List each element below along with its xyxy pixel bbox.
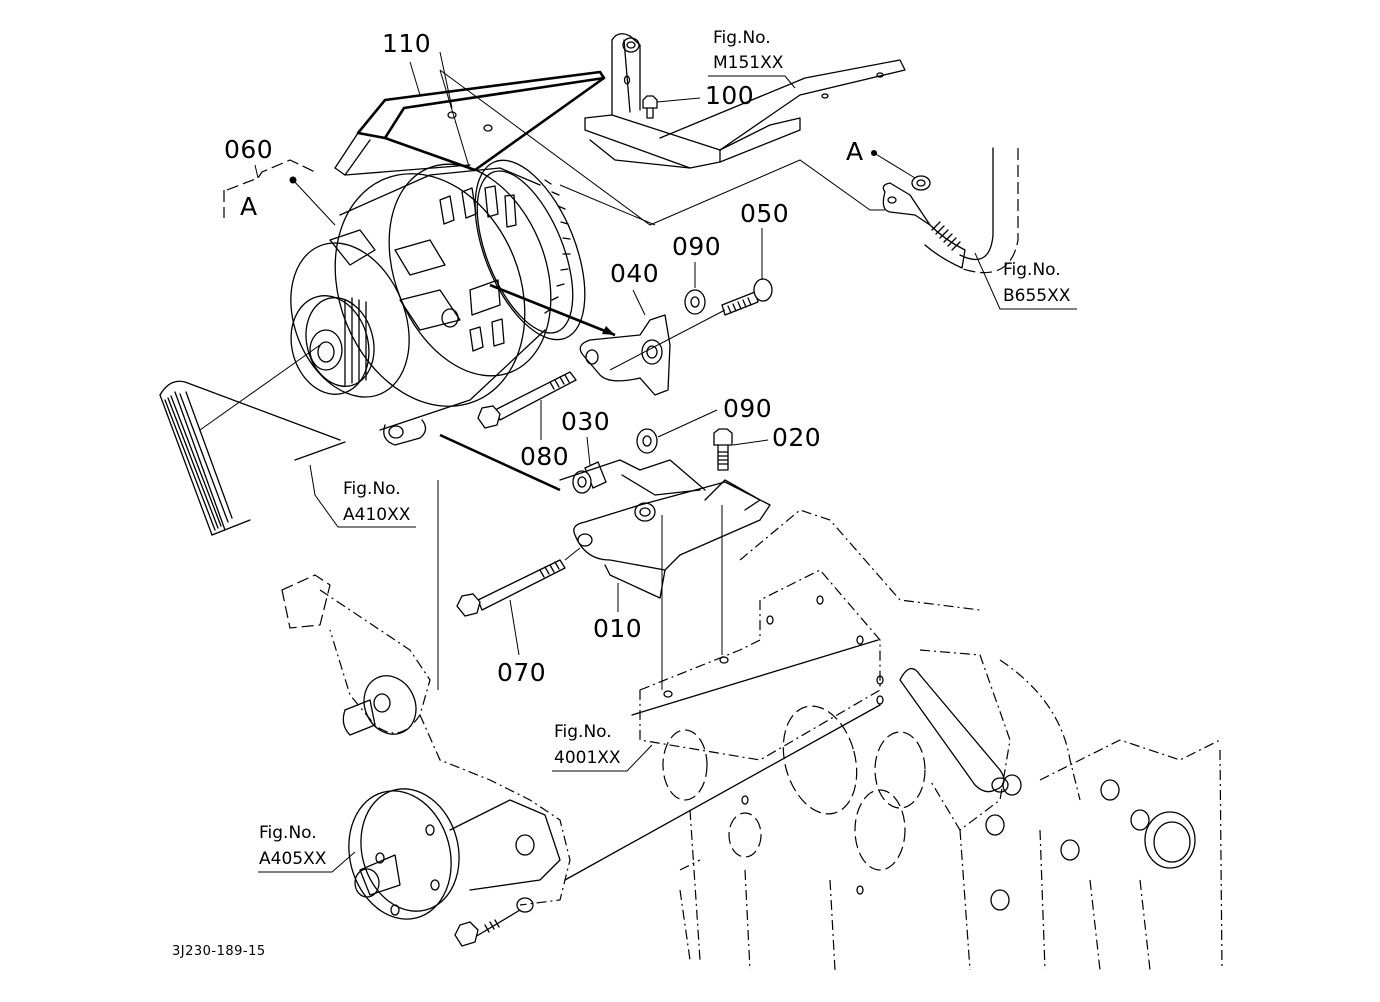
part-label-080[interactable]: 080 <box>520 442 569 471</box>
washer-090-upper[interactable] <box>684 289 706 315</box>
mount-bracket-010[interactable] <box>573 479 771 599</box>
bolt-020[interactable] <box>713 428 733 471</box>
drawing-code: 3J230-189-15 <box>172 944 266 959</box>
reference-marker-a-right: A <box>846 137 863 166</box>
figure-ref-code: B655XX <box>1003 286 1071 306</box>
heat-shield-plate[interactable] <box>334 70 606 176</box>
figure-ref-caption: Fig.No. <box>713 28 771 48</box>
washer-090-lower[interactable] <box>636 428 658 454</box>
bolt-100[interactable] <box>642 95 701 119</box>
part-label-050[interactable]: 050 <box>740 199 789 228</box>
water-pump[interactable] <box>281 574 571 947</box>
part-label-070[interactable]: 070 <box>497 658 546 687</box>
figure-ref-caption: Fig.No. <box>343 479 401 499</box>
drive-belt[interactable] <box>159 344 346 536</box>
part-label-020[interactable]: 020 <box>772 423 821 452</box>
part-label-060[interactable]: 060 <box>224 135 273 164</box>
bolt-070[interactable] <box>456 559 566 617</box>
figure-ref-a410xx[interactable]: Fig.No. A410XX <box>309 464 416 528</box>
figure-ref-m151xx[interactable]: Fig.No. M151XX <box>708 28 796 89</box>
part-label-040[interactable]: 040 <box>610 259 659 288</box>
part-label-110[interactable]: 110 <box>382 29 431 58</box>
figure-ref-caption: Fig.No. <box>554 722 612 742</box>
figure-ref-4001xx[interactable]: Fig.No. 4001XX <box>552 722 653 772</box>
collar-030[interactable] <box>572 461 607 494</box>
part-label-010[interactable]: 010 <box>593 614 642 643</box>
adjust-bracket-040[interactable] <box>579 314 671 396</box>
part-label-100[interactable]: 100 <box>705 81 754 110</box>
assembly-arrow <box>489 283 616 337</box>
bolt-050[interactable] <box>721 278 773 316</box>
figure-ref-code: M151XX <box>713 53 784 73</box>
part-label-090-lower[interactable]: 090 <box>723 394 772 423</box>
part-label-030[interactable]: 030 <box>561 407 610 436</box>
figure-ref-a405xx[interactable]: Fig.No. A405XX <box>258 823 356 873</box>
part-label-090-upper[interactable]: 090 <box>672 232 721 261</box>
figure-ref-code: A410XX <box>343 505 411 525</box>
bolt-080[interactable] <box>477 371 577 429</box>
figure-ref-caption: Fig.No. <box>1003 260 1061 280</box>
figure-ref-code: A405XX <box>259 849 327 869</box>
figure-ref-b655xx[interactable]: Fig.No. B655XX <box>974 252 1077 310</box>
part-labels: 110 100 060 A A 050 090 040 080 030 090 … <box>223 29 863 687</box>
reference-marker-a-left: A <box>240 192 257 221</box>
battery-cable[interactable] <box>871 147 1019 274</box>
alternator[interactable] <box>269 140 607 446</box>
figure-ref-code: 4001XX <box>554 748 621 768</box>
upper-bracket[interactable] <box>584 33 906 169</box>
figure-ref-caption: Fig.No. <box>259 823 317 843</box>
engine-block[interactable] <box>564 509 1223 971</box>
